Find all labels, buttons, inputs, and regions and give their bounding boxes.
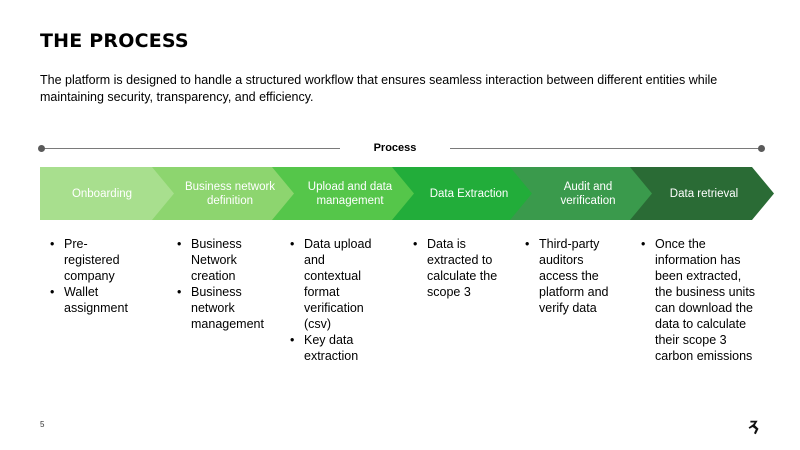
step-label: Audit and verification xyxy=(560,180,616,207)
step-chevron-audit: Audit and verification xyxy=(510,167,662,220)
step-label: Data Extraction xyxy=(429,187,509,200)
step-chevron-upload: Upload and data management xyxy=(272,167,424,220)
step-label: Business network definition xyxy=(184,180,276,207)
step-label: Upload and data management xyxy=(307,180,393,207)
bullet-item: Data upload and contextual format verifi… xyxy=(290,236,382,332)
page-number: 5 xyxy=(40,420,45,429)
bullet-item: Business Network creation xyxy=(177,236,277,284)
step-label: Data retrieval xyxy=(669,187,739,200)
step-chevron-business-network: Business network definition xyxy=(152,167,304,220)
step-bullets-business-network: Business Network creation Business netwo… xyxy=(177,236,277,332)
bullet-item: Wallet assignment xyxy=(50,284,132,316)
bullet-item: Business network management xyxy=(177,284,277,332)
step-bullets-onboarding: Pre-registered company Wallet assignment xyxy=(50,236,132,316)
runner-logo-icon xyxy=(748,420,759,435)
step-bullets-extraction: Data is extracted to calculate the scope… xyxy=(413,236,509,300)
bullet-item: Data is extracted to calculate the scope… xyxy=(413,236,509,300)
step-chevron-retrieval: Data retrieval xyxy=(630,167,774,220)
step-chevron-onboarding: Onboarding xyxy=(40,167,180,220)
step-bullets-retrieval: Once the information has been extracted,… xyxy=(641,236,759,364)
timeline-end-dot xyxy=(758,145,765,152)
page-title: THE PROCESS xyxy=(40,30,189,52)
intro-paragraph: The platform is designed to handle a str… xyxy=(40,73,718,104)
step-label: Onboarding xyxy=(71,187,133,200)
timeline-start-dot xyxy=(38,145,45,152)
timeline-label: Process xyxy=(340,140,450,156)
step-chevron-extraction: Data Extraction xyxy=(392,167,542,220)
bullet-item: Once the information has been extracted,… xyxy=(641,236,759,364)
bullet-item: Key data extraction xyxy=(290,332,382,364)
step-bullets-upload: Data upload and contextual format verifi… xyxy=(290,236,382,364)
bullet-item: Pre-registered company xyxy=(50,236,132,284)
process-steps: Onboarding Business network definition U… xyxy=(40,167,780,220)
bullet-item: Third-party auditors access the platform… xyxy=(525,236,621,316)
step-bullets-audit: Third-party auditors access the platform… xyxy=(525,236,621,316)
